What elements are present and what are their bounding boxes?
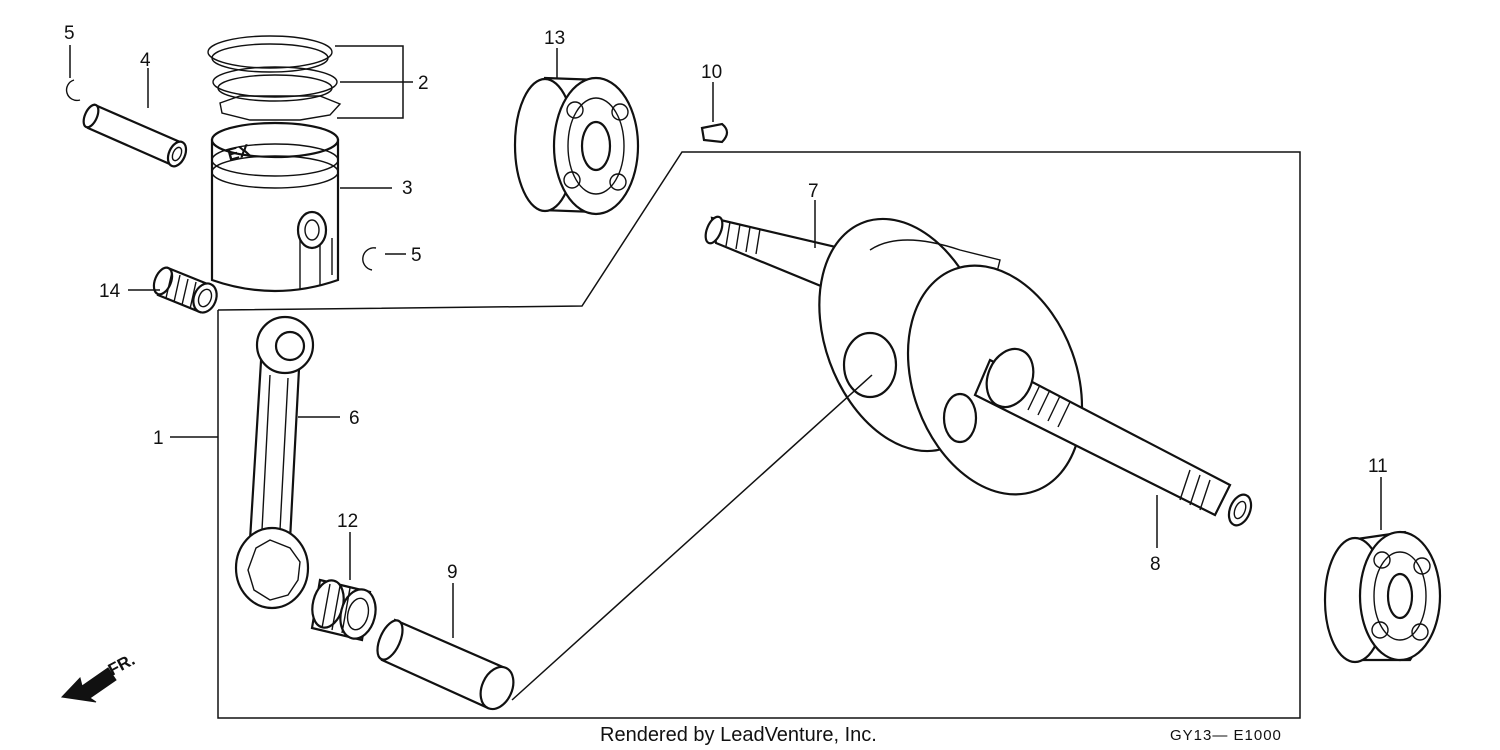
assembly-bracket [217,151,1301,719]
callout-1: 1 [153,428,164,449]
callout-4: 4 [140,50,151,71]
crank-pin-guide-line [511,374,873,701]
piston-pin-clip-left [65,79,81,102]
piston-pin [82,103,188,168]
callout-13: 13 [544,28,565,49]
piston-pin-clip-right [362,247,377,271]
callout-6: 6 [349,408,360,429]
front-direction-marker: FR. [60,650,138,703]
connecting-rod [234,315,315,610]
front-arrow-icon [60,667,117,703]
crankshaft [704,215,1253,527]
callout-14: 14 [99,281,121,302]
big-end-bearing [310,578,377,642]
callout-5-right: 5 [411,245,422,266]
woodruff-key [700,122,729,144]
callout-9: 9 [447,562,458,583]
diagram-code: GY13— E1000 [1170,727,1282,744]
piston-rings [207,35,342,121]
piston: EX [210,121,340,293]
callout-10: 10 [701,62,722,83]
crankcase-bearing-lower [1323,530,1442,664]
callout-12: 12 [337,511,358,532]
callout-8: 8 [1150,554,1161,575]
callout-2: 2 [418,73,429,94]
crank-pin [376,618,515,711]
callout-5-left: 5 [64,23,75,44]
render-credit: Rendered by LeadVenture, Inc. [600,724,877,746]
small-end-bearing [152,266,218,314]
callout-11: 11 [1368,456,1388,477]
callout-3: 3 [402,178,413,199]
callout-7: 7 [808,181,819,202]
leader-lines [69,45,1382,638]
crankcase-bearing-upper [513,76,640,216]
